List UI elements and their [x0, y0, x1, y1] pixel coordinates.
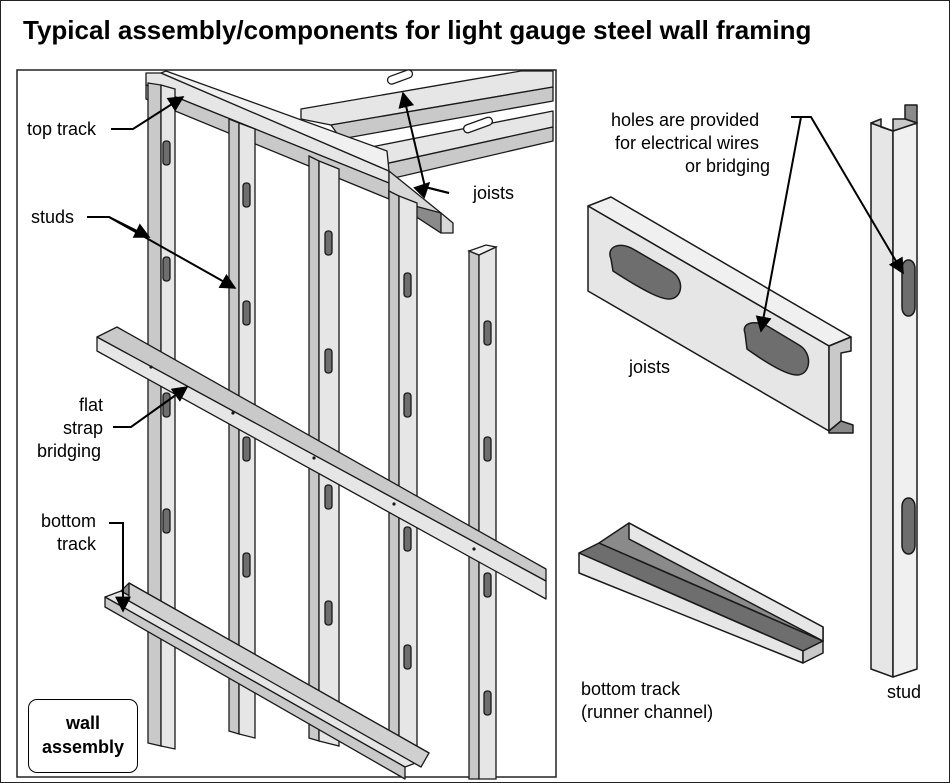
label-studs: studs [31, 207, 75, 227]
studs-group [147, 82, 499, 780]
wall-assembly-badge: wall assembly [28, 699, 138, 773]
wall-assembly-badge-text: wall assembly [29, 711, 137, 759]
arrow-studs-2 [108, 216, 237, 289]
label-joists-detail: joists [629, 357, 671, 377]
arrow-joists-2 [424, 186, 450, 194]
label-top-track: top track [27, 119, 97, 139]
label-bottom-track-1: bottom [41, 511, 97, 531]
arrow-holes-stud [801, 116, 904, 275]
diagram-title: Typical assembly/components for light ga… [23, 15, 812, 45]
badge-line-1: wall [65, 713, 100, 733]
label-flat-strap-3: bridging [37, 441, 102, 461]
label-holes-2: for electrical wires [615, 133, 760, 153]
arrow-flat-strap [113, 386, 189, 428]
leader-lines [87, 91, 904, 613]
arrow-top-track [111, 96, 185, 130]
stud-detail [870, 104, 918, 678]
wall-assembly-frame [16, 69, 557, 778]
label-flat-strap-1: flat [79, 395, 104, 415]
label-bottom-track-2: track [57, 534, 97, 554]
flat-strap-bridging [96, 326, 547, 600]
label-joists-assembly: joists [473, 183, 515, 203]
arrow-bottom-track [109, 522, 131, 613]
label-holes-3: or bridging [685, 156, 771, 176]
arrow-joists-3 [413, 181, 431, 199]
label-bottom-track-detail-1: bottom track [581, 679, 681, 699]
badge-line-2: assembly [41, 737, 125, 757]
bottom-track-detail [578, 522, 824, 664]
label-holes-1: holes are provided [611, 110, 760, 130]
bottom-track-assembly [104, 582, 430, 780]
label-bottom-track-detail-2: (runner channel) [581, 702, 714, 722]
label-flat-strap-2: strap [63, 418, 104, 438]
label-stud-detail: stud [887, 682, 922, 702]
joist-detail [587, 196, 854, 434]
